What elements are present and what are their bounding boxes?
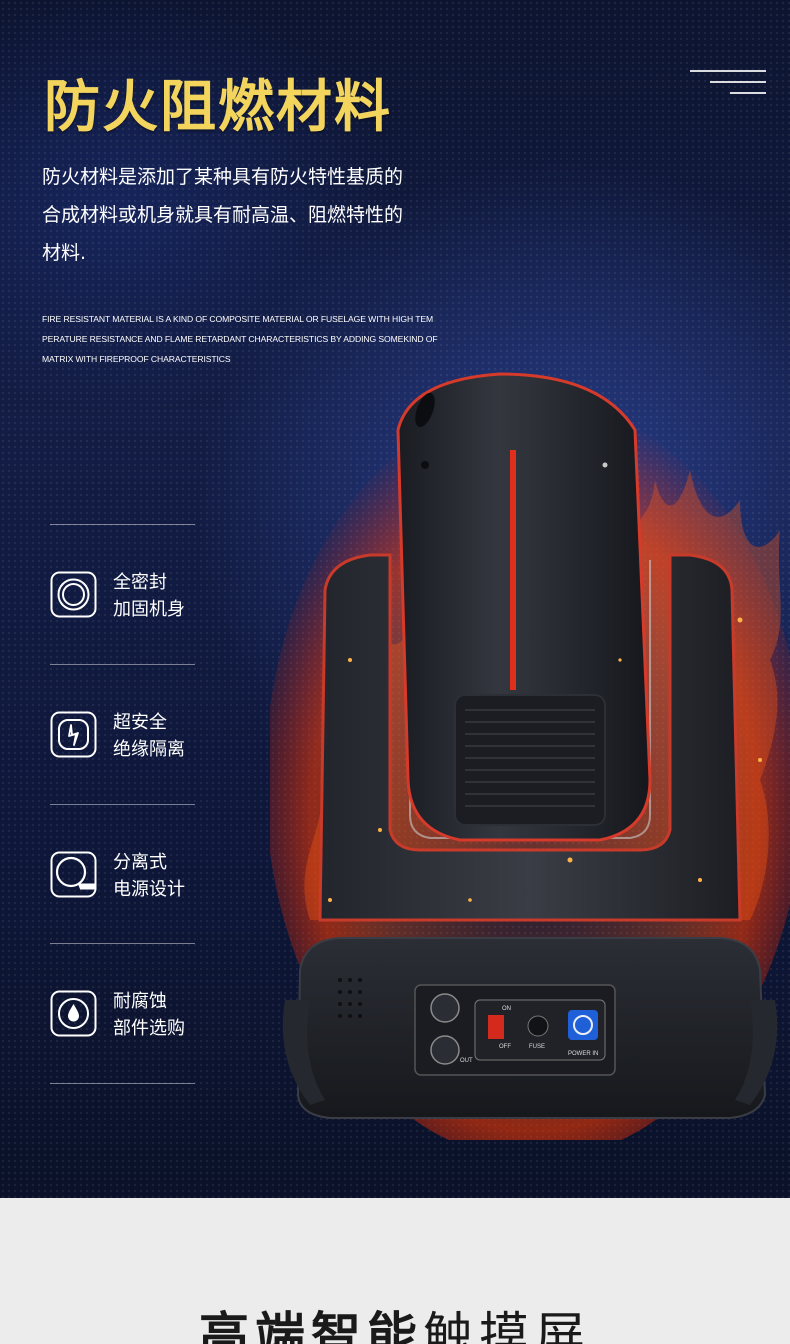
section-title: 防火阻燃材料: [44, 75, 392, 140]
magnifier-ring-icon: [50, 851, 97, 898]
fireproof-section: 防火阻燃材料 防火材料是添加了某种具有防火特性基质的 合成材料或机身就具有耐高温…: [0, 0, 790, 1198]
feature-divider: [50, 804, 195, 805]
touchscreen-section: 高端智能触摸屏: [0, 1198, 790, 1344]
description-line: 合成材料或机身就具有耐高温、阻燃特性的: [42, 204, 404, 226]
feature-subtitle: 绝缘隔离: [113, 739, 185, 760]
description-en-line: PERATURE RESISTANCE AND FLAME RETARDANT …: [42, 334, 438, 344]
touchscreen-title: 高端智能触摸屏: [0, 1296, 790, 1344]
description-en: FIRE RESISTANT MATERIAL IS A KIND OF COM…: [42, 309, 452, 369]
description-line: 材料.: [42, 242, 87, 264]
feature-subtitle: 部件选购: [113, 1018, 185, 1039]
feature-item: 耐腐蚀 部件选购: [50, 987, 250, 1043]
feature-item: 全密封 加固机身: [50, 568, 250, 624]
panel-label-out: OUT: [460, 1058, 473, 1064]
menu-lines-icon: [690, 70, 766, 94]
panel-label-fuse: FUSE: [529, 1044, 545, 1050]
panel-label-off: OFF: [499, 1044, 511, 1050]
description-en-line: MATRIX WITH FIREPROOF CHARACTERISTICS: [42, 354, 231, 364]
panel-label-on: ON: [502, 1006, 511, 1012]
feature-title: 分离式: [113, 852, 167, 873]
feature-title: 超安全: [113, 712, 167, 733]
description-line: 防火材料是添加了某种具有防火特性基质的: [42, 166, 404, 188]
touchscreen-title-light: 触摸屏: [423, 1307, 591, 1344]
feature-divider: [50, 943, 195, 944]
panel-label-power-in: POWER IN: [568, 1051, 598, 1057]
touchscreen-title-bold: 高端智能: [199, 1307, 423, 1344]
sealed-rings-icon: [50, 571, 97, 618]
product-image: ON OFF FUSE POWER IN OUT: [270, 372, 790, 1140]
feature-title: 全密封: [113, 572, 167, 593]
description-cn: 防火材料是添加了某种具有防火特性基质的 合成材料或机身就具有耐高温、阻燃特性的 …: [42, 158, 452, 272]
feature-divider: [50, 1083, 195, 1084]
lightning-shield-icon: [50, 711, 97, 758]
feature-item: 分离式 电源设计: [50, 848, 250, 904]
feature-divider: [50, 664, 195, 665]
water-drop-icon: [50, 990, 97, 1037]
feature-subtitle: 电源设计: [113, 879, 185, 900]
feature-subtitle: 加固机身: [113, 599, 185, 620]
feature-item: 超安全 绝缘隔离: [50, 708, 250, 764]
feature-title: 耐腐蚀: [113, 991, 167, 1012]
description-en-line: FIRE RESISTANT MATERIAL IS A KIND OF COM…: [42, 314, 434, 324]
feature-divider: [50, 524, 195, 525]
